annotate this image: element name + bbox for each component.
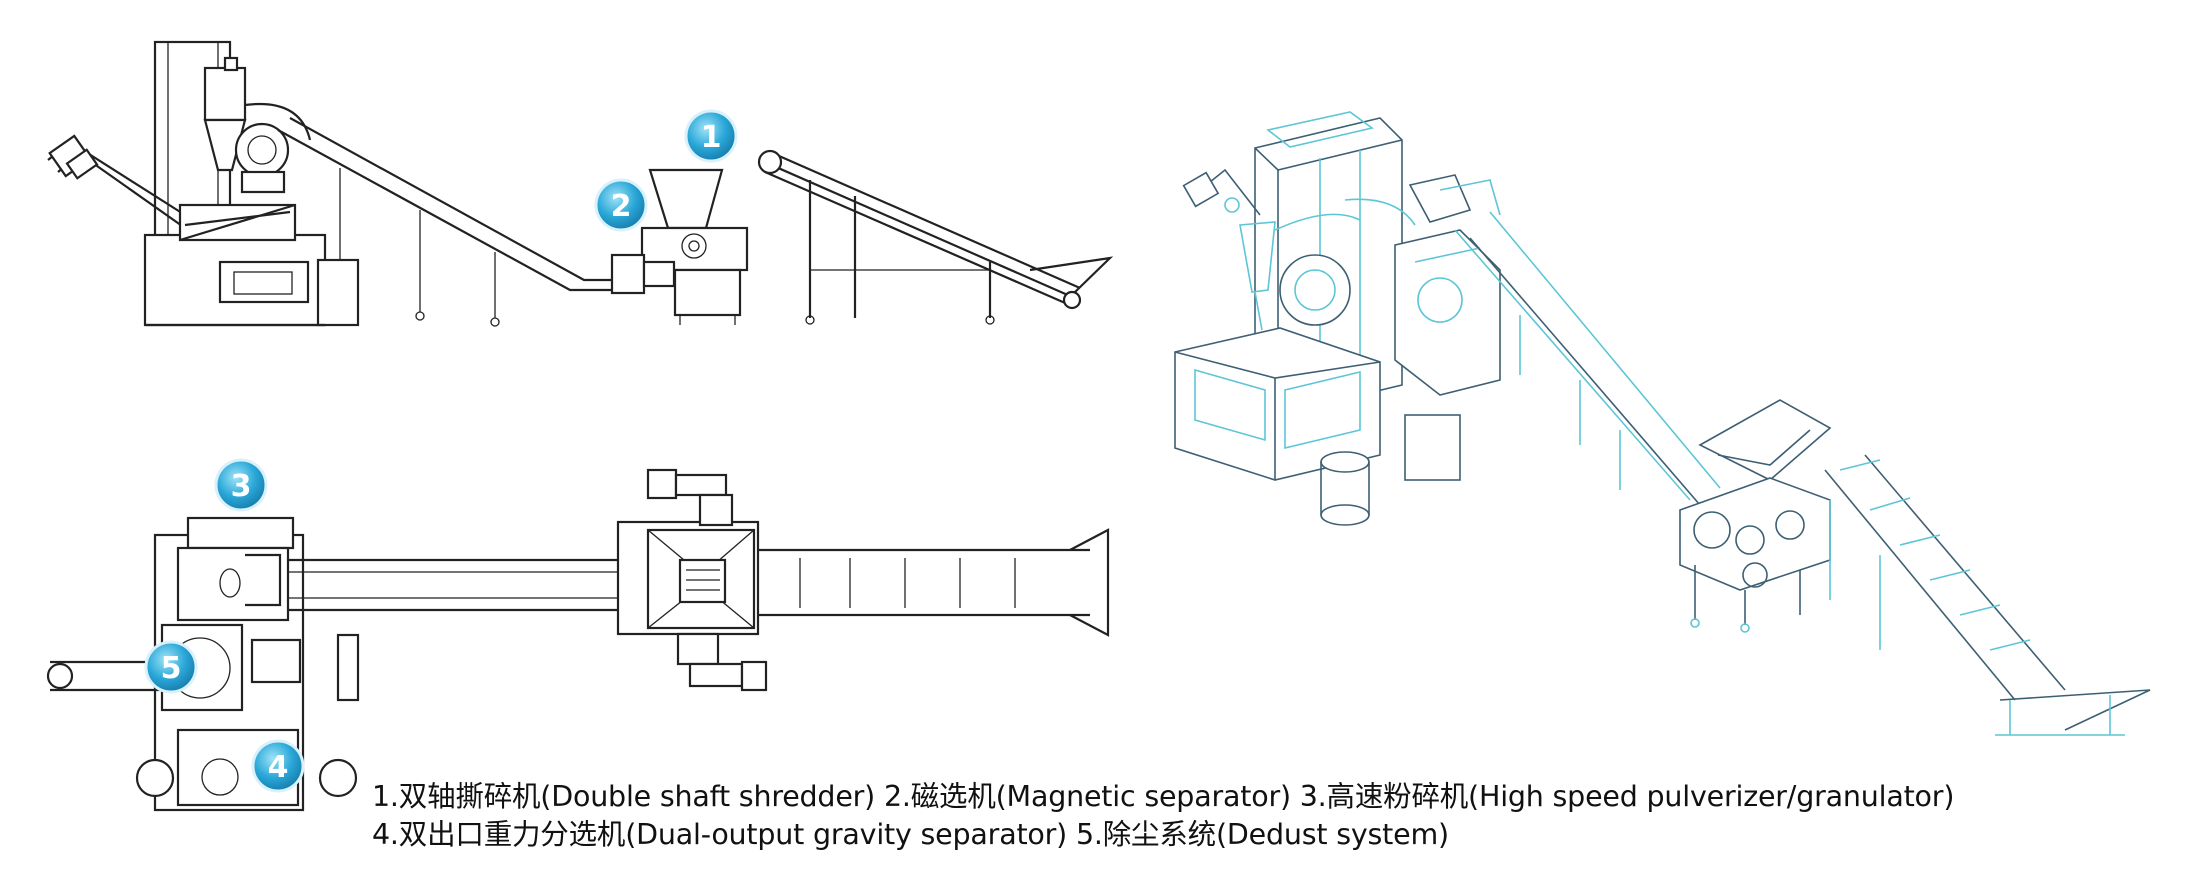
badge-2-label: 2 — [611, 189, 632, 224]
legend-line-1: 1.双轴撕碎机(Double shaft shredder) 2.磁选机(Mag… — [372, 780, 1955, 813]
badge-5: 5 — [144, 640, 198, 694]
badge-5-label: 5 — [161, 651, 182, 686]
badge-2: 2 — [594, 178, 648, 232]
side-view-drawing — [47, 40, 1114, 327]
badge-1-label: 1 — [701, 120, 722, 155]
legend-line-2: 4.双出口重力分选机(Dual-output gravity separator… — [372, 818, 1449, 851]
badge-4: 4 — [251, 739, 305, 793]
badge-3-label: 3 — [231, 469, 252, 504]
badge-3: 3 — [214, 458, 268, 512]
top-view-drawing — [46, 468, 1110, 812]
isometric-view-drawing — [1174, 111, 2151, 736]
badge-4-label: 4 — [268, 750, 289, 785]
badge-1: 1 — [684, 109, 738, 163]
